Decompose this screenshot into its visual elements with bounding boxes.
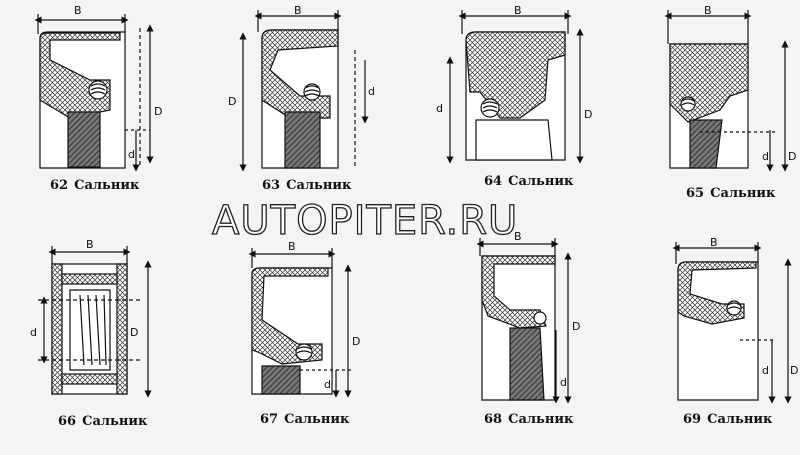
figure-66-label-big-d: D bbox=[130, 326, 138, 339]
figure-65-drawing bbox=[664, 10, 789, 172]
figure-65-label-big-d: D bbox=[788, 150, 796, 163]
figure-66-drawing bbox=[38, 246, 152, 398]
figure-63-number: 63 bbox=[262, 178, 281, 193]
figure-63-label-small-d: d bbox=[368, 85, 375, 98]
figure-62-label-small-d: d bbox=[128, 148, 135, 161]
figure-68-label-big-d: D bbox=[572, 320, 580, 333]
figure-69-label-small-d: d bbox=[762, 364, 769, 377]
figure-64-title: Сальник bbox=[508, 174, 574, 189]
figure-66-caption: 66 Сальник bbox=[58, 414, 147, 429]
figure-68-title: Сальник bbox=[508, 412, 574, 427]
figure-63-drawing bbox=[239, 10, 369, 172]
figure-68-number: 68 bbox=[484, 412, 503, 427]
figure-62-number: 62 bbox=[50, 178, 69, 193]
figure-63-label-big-d: D bbox=[228, 95, 236, 108]
figure-69-title: Сальник bbox=[707, 412, 773, 427]
figure-64-label-b: B bbox=[514, 4, 522, 17]
figure-65-number: 65 bbox=[686, 186, 705, 201]
figure-62-drawing bbox=[34, 14, 154, 172]
figure-69-label-b: B bbox=[710, 236, 718, 249]
figure-69-label-big-d: D bbox=[790, 364, 798, 377]
figure-65-title: Сальник bbox=[710, 186, 776, 201]
figure-67-number: 67 bbox=[260, 412, 279, 427]
figure-69-drawing bbox=[672, 242, 792, 404]
figure-64-label-small-d: d bbox=[436, 102, 443, 115]
figure-64-number: 64 bbox=[484, 174, 503, 189]
figure-65-caption: 65 Сальник bbox=[686, 186, 775, 201]
figure-67-drawing bbox=[248, 248, 352, 398]
figure-68-drawing bbox=[476, 238, 572, 404]
figure-63-title: Сальник bbox=[286, 178, 352, 193]
figure-62-label-big-d: D bbox=[154, 105, 162, 118]
figure-68-caption: 68 Сальник bbox=[484, 412, 573, 427]
figure-67-label-b: B bbox=[288, 240, 296, 253]
figure-62-caption: 62 Сальник bbox=[50, 178, 139, 193]
figure-66-title: Сальник bbox=[82, 414, 148, 429]
figure-67-label-big-d: D bbox=[352, 335, 360, 348]
figure-64-drawing bbox=[446, 10, 584, 164]
watermark-text: AUTOPITER.RU bbox=[211, 197, 519, 244]
figure-68-label-b: B bbox=[514, 230, 522, 243]
figure-65-label-b: B bbox=[704, 4, 712, 17]
figure-67-title: Сальник bbox=[284, 412, 350, 427]
figure-68-label-small-d: d bbox=[560, 376, 567, 389]
figure-67-label-small-d: d bbox=[324, 378, 331, 391]
figure-66-label-small-d: d bbox=[30, 326, 37, 339]
figure-63-label-b: B bbox=[294, 4, 302, 17]
figure-62-title: Сальник bbox=[74, 178, 140, 193]
figure-63-caption: 63 Сальник bbox=[262, 178, 351, 193]
figure-62-label-b: B bbox=[74, 4, 82, 17]
figure-64-label-big-d: D bbox=[584, 108, 592, 121]
figure-65-label-small-d: d bbox=[762, 150, 769, 163]
figure-69-caption: 69 Сальник bbox=[683, 412, 772, 427]
figure-66-label-b: B bbox=[86, 238, 94, 251]
figure-64-caption: 64 Сальник bbox=[484, 174, 573, 189]
figure-67-caption: 67 Сальник bbox=[260, 412, 349, 427]
figure-69-number: 69 bbox=[683, 412, 702, 427]
figure-66-number: 66 bbox=[58, 414, 77, 429]
